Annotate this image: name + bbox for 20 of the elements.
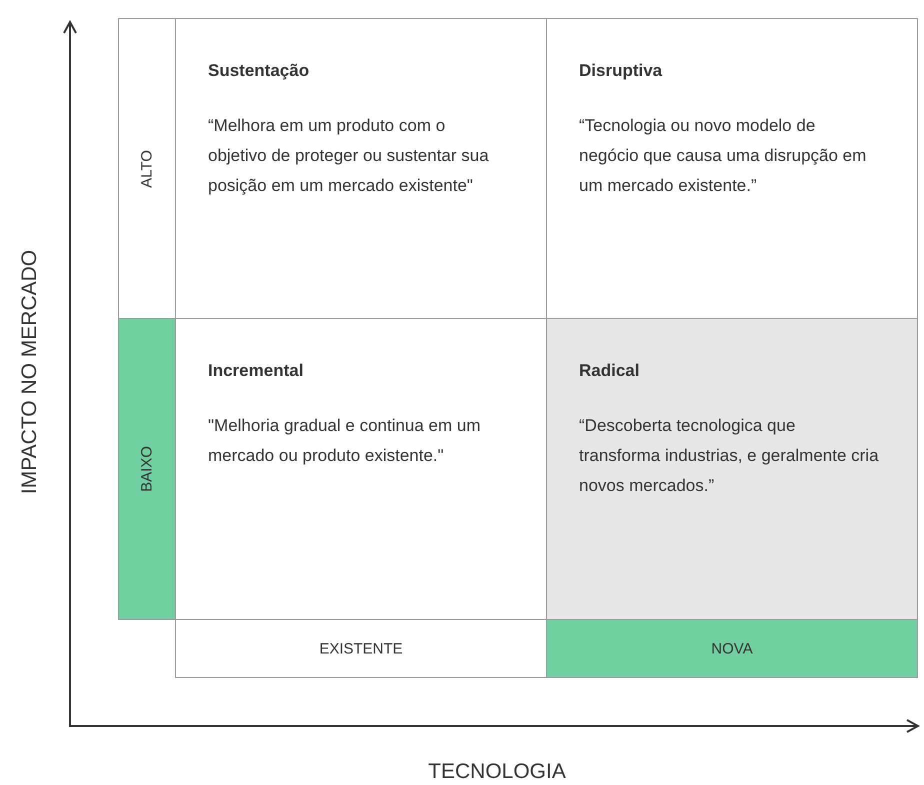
category-label: NOVA [711, 640, 753, 657]
axis-category-cell [118, 18, 176, 319]
quadrant-cell [546, 18, 918, 319]
axis-category-cell [118, 318, 176, 620]
axis-category-cell [175, 619, 547, 678]
quadrant-title: Sustentação [208, 61, 310, 81]
axis-title: TECNOLOGIA [428, 760, 566, 784]
category-label: BAIXO [138, 446, 156, 492]
quadrant-description: “Melhora em um produto com o objetivo de proteger ou sustentar sua posição em um mercado existente" [208, 115, 490, 197]
quadrant-title: Radical [579, 361, 640, 381]
quadrant-cell [546, 318, 918, 620]
quadrant-description: “Tecnologia ou novo modelo de negócio que causa uma disrupção em um mercado existente.” [579, 115, 868, 197]
category-label: EXISTENTE [319, 640, 403, 657]
category-label: ALTO [138, 150, 156, 188]
axis-title: IMPACTO NO MERCADO [18, 250, 42, 494]
quadrant-description: "Melhoria gradual e continua em um mercado ou produto existente." [208, 415, 482, 467]
quadrant-title: Incremental [208, 361, 304, 381]
quadrant-title: Disruptiva [579, 61, 662, 81]
axis-category-cell [546, 619, 918, 678]
quadrant-description: “Descoberta tecnologica que transforma industrias, e geralmente cria novos mercados.” [579, 415, 879, 497]
